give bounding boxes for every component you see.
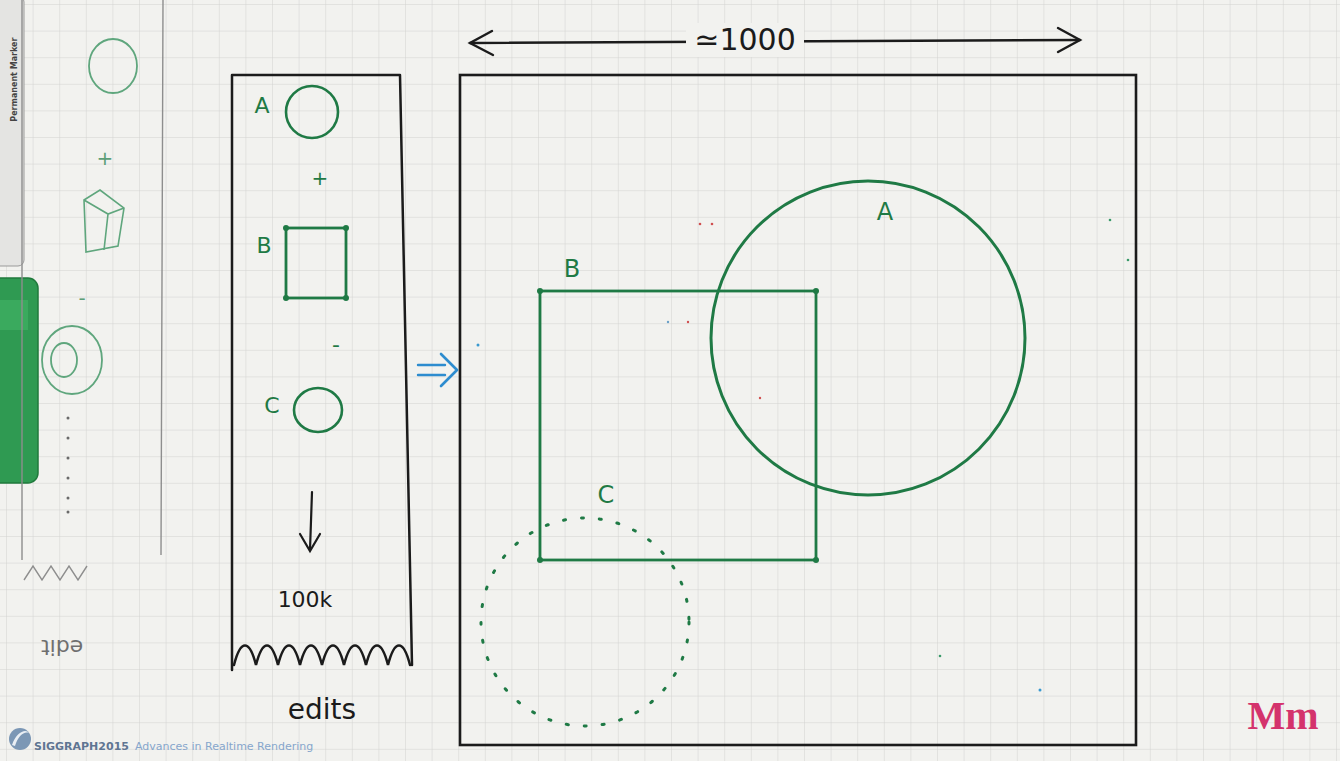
edit-circle-outline xyxy=(294,388,342,432)
faint-edit-column-outline xyxy=(20,0,165,600)
paper-specks xyxy=(477,219,1130,692)
course-title: Advances in Realtime Rendering xyxy=(135,741,313,754)
edit-circle-outline xyxy=(286,86,338,138)
faint-edit-column: +-edit xyxy=(20,0,165,600)
faint-sketch xyxy=(42,39,137,394)
canvas-square-shape: B xyxy=(540,291,816,560)
canvas-circle-outline xyxy=(711,181,1025,495)
shape-letter: A xyxy=(254,93,269,118)
shape-letter: B xyxy=(564,256,580,284)
flow-arrow xyxy=(418,354,457,386)
canvas-square-shape-outline xyxy=(540,291,816,560)
shape-letter: C xyxy=(264,393,279,418)
shape-letter: C xyxy=(598,482,615,510)
edit-square: B xyxy=(286,228,346,298)
dimension-label: ≃1000 xyxy=(686,23,803,58)
studio-logo: Mm xyxy=(1247,693,1318,739)
edit-circle: A xyxy=(286,86,338,138)
operator-sign: - xyxy=(78,287,85,310)
canvas-subtract-circle: C xyxy=(481,518,689,726)
edit-circle: C xyxy=(294,388,342,432)
edit-square-outline xyxy=(286,228,346,298)
canvas-square-outline xyxy=(460,75,1136,745)
column-caption: edit xyxy=(41,635,83,660)
shape-letter: B xyxy=(256,233,271,258)
operator-sign: + xyxy=(97,147,114,170)
canvas-subtract-circle-outline xyxy=(481,518,689,726)
edit-count: 100k xyxy=(278,587,333,612)
canvas-square: ≃1000ABC xyxy=(460,75,1136,745)
column-caption: edits xyxy=(288,694,356,726)
continue-arrow xyxy=(300,492,320,551)
operator-sign: + xyxy=(312,167,329,190)
shape-letter: A xyxy=(877,199,893,227)
conference-name: SIGGRAPH2015 xyxy=(34,741,129,754)
pen-brand: Permanent Marker xyxy=(9,38,18,122)
marker-pen xyxy=(0,0,38,483)
siggraph-logo xyxy=(9,728,31,750)
canvas-circle: A xyxy=(711,181,1025,495)
faint-dots xyxy=(67,417,70,514)
edit-list-column: + - 100k edits A B C xyxy=(232,75,414,761)
operator-sign: - xyxy=(332,332,340,357)
